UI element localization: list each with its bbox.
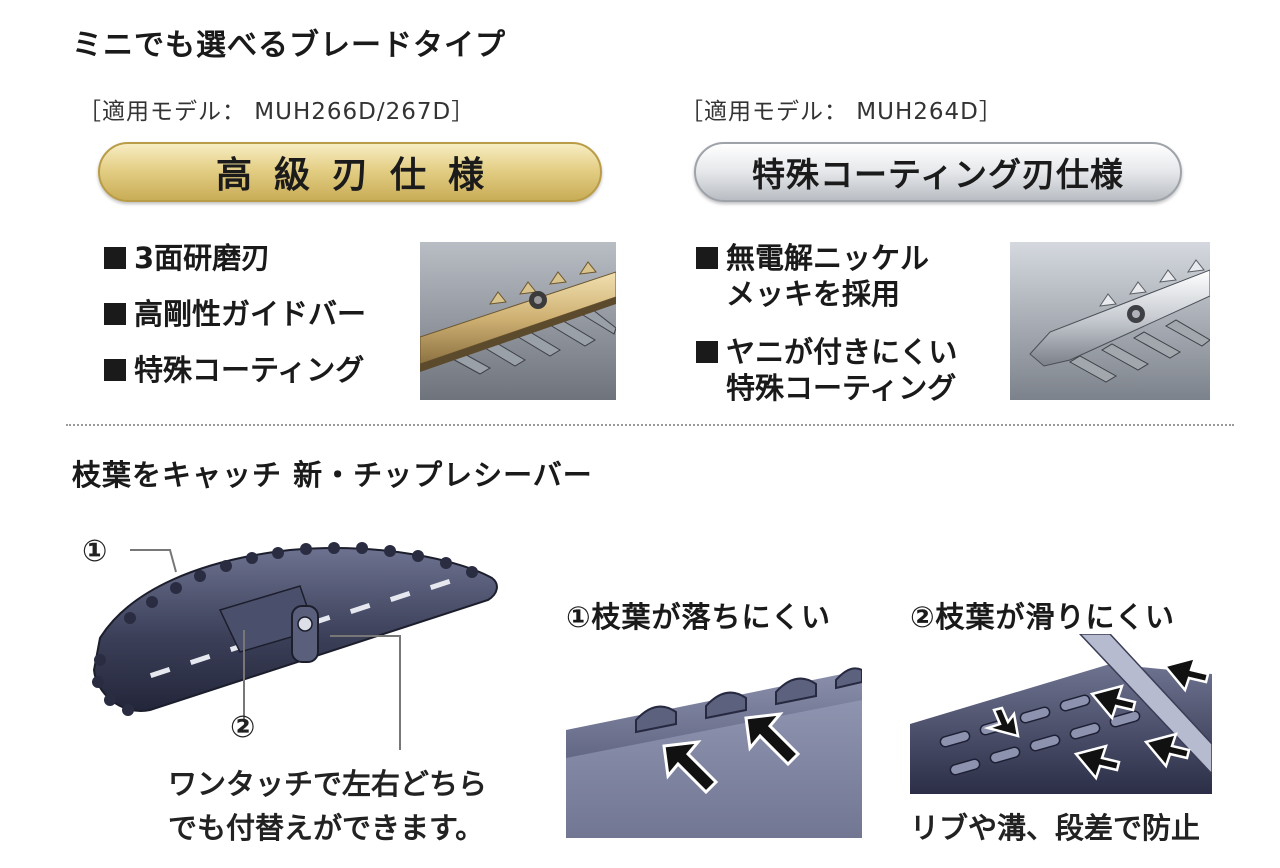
onetouch-caption: ワンタッチで左右どちら でも付替えができます。 bbox=[168, 767, 488, 845]
callout-marker-2: ② bbox=[230, 710, 256, 745]
premium-features-list: 3面研磨刃 高剛性ガイドバー 特殊コーティング bbox=[104, 240, 366, 388]
callout-marker-1: ① bbox=[82, 534, 108, 569]
premium-blade-label: 高級刃仕様 bbox=[215, 155, 506, 196]
chip-receiver-illustration bbox=[60, 520, 540, 820]
detail-title-1: ①枝葉が落ちにくい bbox=[566, 600, 831, 634]
premium-blade-photo bbox=[420, 242, 616, 400]
model-label-right: ［適用モデル： MUH264D］ bbox=[680, 99, 1003, 125]
model-label-left: ［適用モデル： MUH266D/267D］ bbox=[78, 99, 476, 125]
feature-item: 無電解ニッケル メッキを採用 bbox=[696, 240, 957, 312]
feature-item: 3面研磨刃 bbox=[104, 240, 366, 276]
coated-features-list: 無電解ニッケル メッキを採用 ヤニが付きにくい 特殊コーティング bbox=[696, 240, 957, 406]
bullet-square-icon bbox=[104, 359, 126, 381]
bullet-square-icon bbox=[696, 247, 718, 269]
feature-item: 高剛性ガイドバー bbox=[104, 296, 366, 332]
bullet-square-icon bbox=[696, 341, 718, 363]
detail-photo-1 bbox=[566, 650, 862, 838]
coated-blade-badge: 特殊コーティング刃仕様 bbox=[694, 142, 1182, 202]
detail-photo-2 bbox=[910, 634, 1212, 794]
coated-blade-photo bbox=[1010, 242, 1210, 400]
feature-item: ヤニが付きにくい 特殊コーティング bbox=[696, 334, 957, 406]
coated-blade-label: 特殊コーティング刃仕様 bbox=[751, 155, 1125, 194]
detail-caption-2: リブや溝、段差で防止 bbox=[910, 811, 1201, 845]
premium-blade-badge: 高級刃仕様 bbox=[98, 142, 602, 202]
section-divider bbox=[66, 424, 1234, 426]
feature-item: 特殊コーティング bbox=[104, 352, 366, 388]
detail-title-2: ②枝葉が滑りにくい bbox=[910, 600, 1175, 634]
bullet-square-icon bbox=[104, 247, 126, 269]
bullet-square-icon bbox=[104, 303, 126, 325]
section-title-chip-receiver: 枝葉をキャッチ 新・チップレシーバー bbox=[72, 458, 593, 492]
section-title-blade-types: ミニでも選べるブレードタイプ bbox=[72, 28, 506, 63]
